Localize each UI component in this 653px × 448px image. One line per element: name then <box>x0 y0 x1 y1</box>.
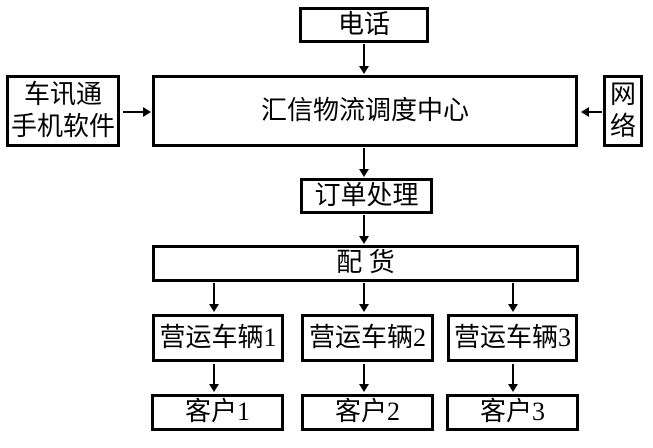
arrow-head <box>359 304 369 312</box>
arrow-shaft <box>363 215 365 237</box>
arrow-head <box>209 304 219 312</box>
arrow-vehicle-2-to-customer-2-icon <box>358 364 370 392</box>
node-distribution: 配 货 <box>152 245 579 282</box>
node-network: 网 络 <box>603 75 643 147</box>
arrow-shaft <box>213 364 215 385</box>
arrow-head <box>508 304 518 312</box>
arrow-shaft <box>512 283 514 305</box>
arrow-distribution-to-vehicle-1-icon <box>208 283 220 312</box>
arrow-shaft <box>363 44 365 67</box>
arrow-phone-to-center-icon <box>358 44 370 74</box>
node-vehicle-1: 营运车辆1 <box>152 314 284 362</box>
arrow-head <box>359 236 369 244</box>
arrow-distribution-to-vehicle-2-icon <box>358 283 370 312</box>
node-vehicle-3: 营运车辆3 <box>447 314 578 362</box>
arrow-shaft <box>363 283 365 305</box>
arrow-head <box>359 384 369 392</box>
arrow-head <box>209 384 219 392</box>
arrow-network-to-center-icon <box>581 106 602 118</box>
arrow-shaft <box>123 111 144 113</box>
arrow-shaft <box>363 364 365 385</box>
arrow-head <box>359 169 369 177</box>
node-phone: 电话 <box>299 7 429 43</box>
arrow-head <box>359 66 369 74</box>
node-order-processing: 订单处理 <box>300 178 433 214</box>
arrow-shaft <box>363 148 365 170</box>
arrow-app-to-center-icon <box>123 106 151 118</box>
arrow-order-to-distribution-icon <box>358 215 370 244</box>
node-dispatch-center: 汇信物流调度中心 <box>152 75 578 147</box>
node-customer-1: 客户1 <box>151 394 284 431</box>
node-vehicle-2: 营运车辆2 <box>301 314 434 362</box>
arrow-head <box>581 107 589 117</box>
arrow-vehicle-1-to-customer-1-icon <box>208 364 220 392</box>
node-customer-3: 客户3 <box>446 394 579 431</box>
arrow-shaft <box>213 283 215 305</box>
arrow-distribution-to-vehicle-3-icon <box>507 283 519 312</box>
arrow-center-to-order-icon <box>358 148 370 177</box>
arrow-shaft <box>588 111 602 113</box>
node-app: 车讯通 手机软件 <box>6 75 120 147</box>
node-customer-2: 客户2 <box>301 394 434 431</box>
arrow-vehicle-3-to-customer-3-icon <box>507 364 519 392</box>
arrow-shaft <box>512 364 514 385</box>
arrow-head <box>508 384 518 392</box>
arrow-head <box>143 107 151 117</box>
